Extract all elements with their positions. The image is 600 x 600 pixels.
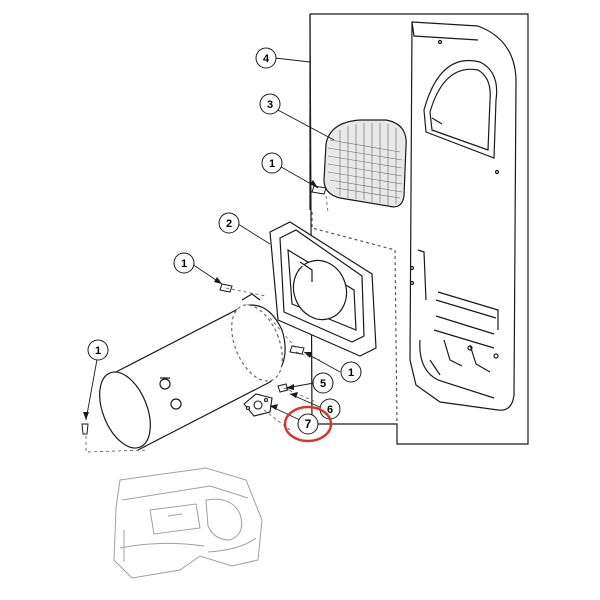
callout-7: 7 [283,405,333,443]
blower-housing [99,293,286,451]
screws [81,185,327,435]
callout-6: 6 [319,398,341,420]
callout-6-label: 6 [327,404,333,416]
callout-1d-label: 1 [348,367,354,379]
callout-3-label: 3 [267,99,273,111]
callout-1b: 1 [173,252,195,274]
leader-arrowheads [83,180,318,420]
highlight-ring [283,405,333,443]
thermostat-part [243,393,273,417]
lint-screen [323,119,407,208]
callout-4-label: 4 [263,53,270,65]
callout-7-label: 7 [305,417,312,431]
callout-4: 4 [255,47,277,69]
callout-5: 5 [312,372,334,394]
callout-1a-label: 1 [269,158,275,170]
callout-2: 2 [218,212,240,234]
callout-5-label: 5 [320,378,326,390]
callout-2-label: 2 [226,218,232,230]
duct-frame [269,221,377,357]
callout-1a: 1 [261,152,283,174]
back-panel [309,13,529,445]
base-outline [113,467,263,579]
callout-1b-label: 1 [181,258,187,270]
callout-3: 3 [259,93,281,115]
callout-1c: 1 [87,339,109,361]
callout-1c-label: 1 [95,345,101,357]
callout-1d: 1 [340,361,362,383]
callouts: 4 3 1 2 1 1 1 5 [87,47,362,443]
